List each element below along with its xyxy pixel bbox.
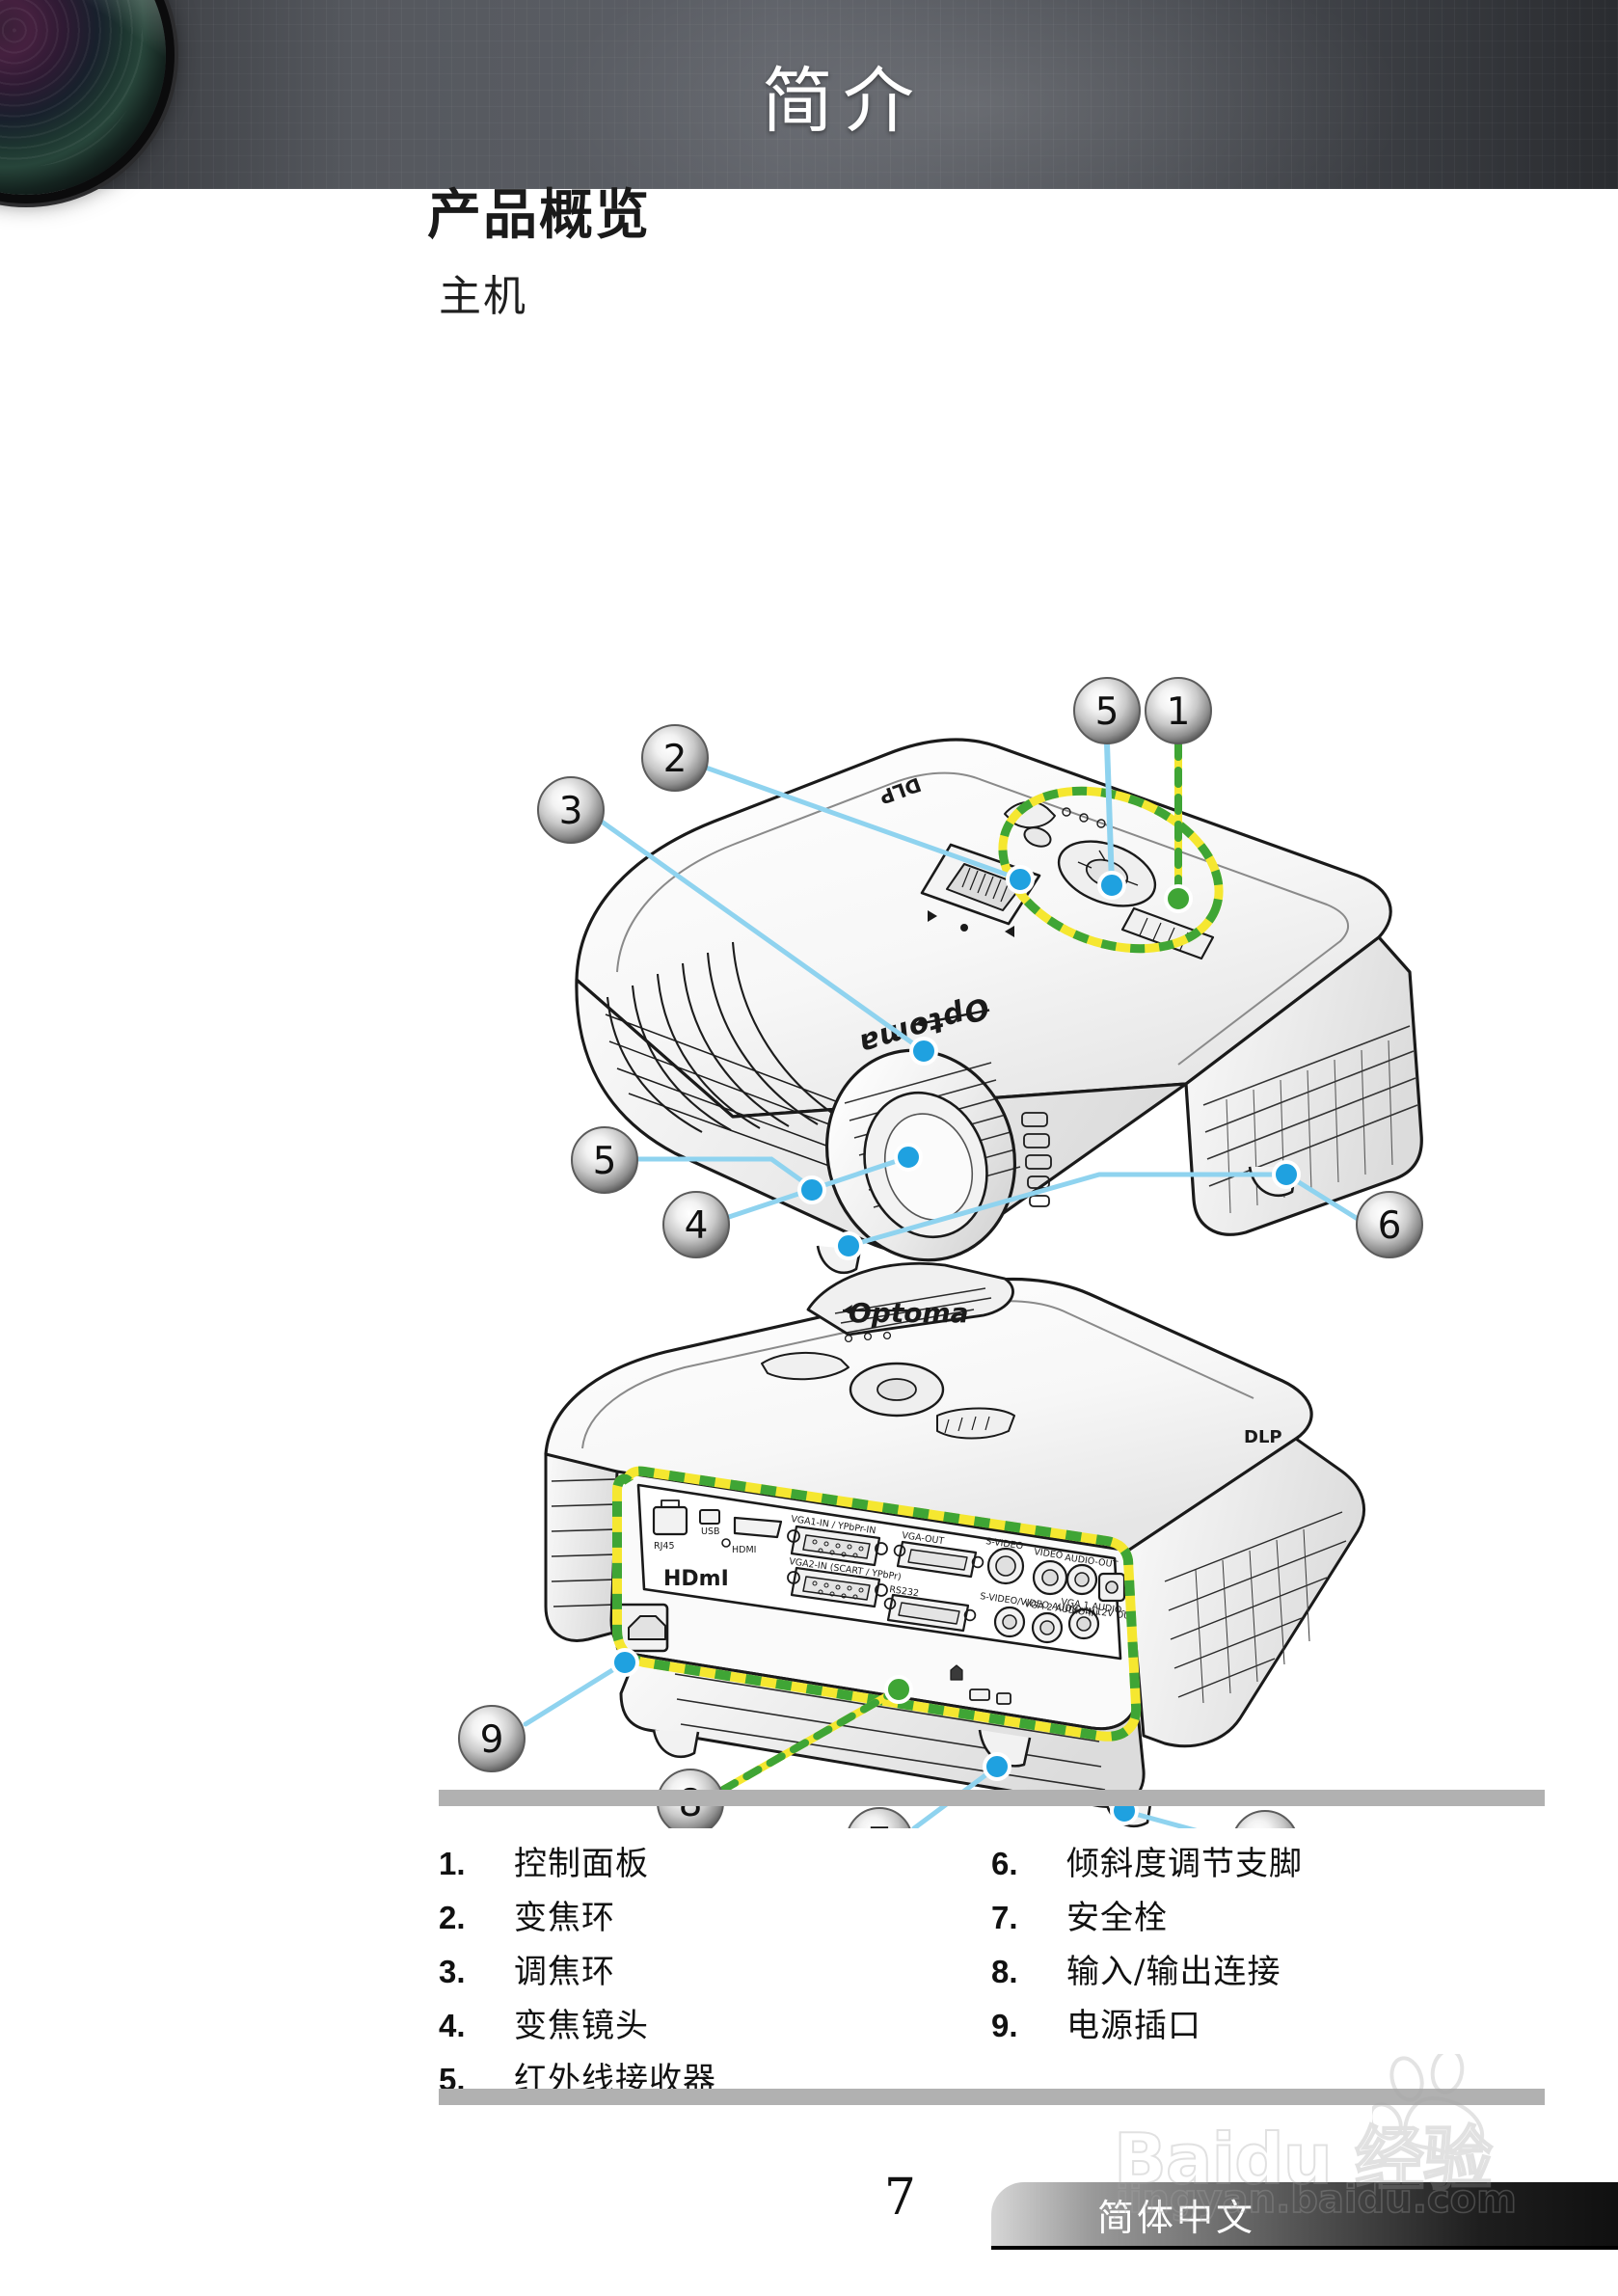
svg-text:5: 5 [1095,690,1119,734]
security-lock-slot [950,1664,1011,1705]
callout-marker-6-rear: 6 [1234,1810,1296,1828]
legend-number: 9. [991,2008,1018,2043]
legend-label: 倾斜度调节支脚 [1066,1845,1303,1883]
control-panel-highlight [998,786,1224,954]
list-item: 2. 变焦环 [439,1894,991,1942]
list-item: 1. 控制面板 [439,1840,991,1888]
svg-text:5: 5 [593,1140,617,1183]
front-leader-dots [797,865,1301,1260]
language-label: 简体中文 [1097,2197,1256,2239]
svg-text:USB: USB [701,1526,720,1537]
section-subheading: 主机 [439,272,527,321]
legend-number: 3. [439,1954,466,1989]
legend-label: 变焦镜头 [514,2007,649,2045]
camera-lens-icon [0,0,166,195]
callout-marker-2: 2 [641,724,709,792]
callout-marker-5-front: 5 [571,1126,638,1194]
svg-text:RJ45: RJ45 [654,1541,675,1552]
ac-power-inlet [615,1603,669,1653]
callout-markers: 1 5 2 3 5 [458,677,1423,1828]
legend-rule-top [439,1790,1545,1806]
svg-text:Optoma: Optoma [849,1297,969,1329]
svg-text:2: 2 [663,738,688,781]
svg-text:7: 7 [868,1821,892,1828]
svg-text:9: 9 [480,1718,504,1762]
svg-text:6: 6 [1254,1823,1278,1828]
svg-text:S-VIDEO: S-VIDEO [985,1536,1024,1552]
list-item: 6. 倾斜度调节支脚 [991,1840,1544,1888]
legend-number: 4. [439,2008,466,2043]
list-item: 8. 输入/输出连接 [991,1948,1544,1996]
legend-label: 安全栓 [1066,1899,1168,1937]
legend-label: 输入/输出连接 [1066,1953,1281,1991]
section-heading: 产品概览 [427,184,651,247]
projector-rear-illustration: Optoma DLP [544,1261,1366,1828]
rear-leader-dots [610,1648,1139,1825]
legend-rule-bottom [439,2089,1545,2105]
callout-marker-7: 7 [848,1807,911,1828]
language-tab: 简体中文 [991,2182,1618,2250]
io-panel-highlight [612,1466,1142,1742]
legend-label: 调焦环 [514,1953,615,1991]
legend-number: 2. [439,1900,466,1935]
callout-marker-6-front: 6 [1356,1191,1423,1258]
svg-text:4: 4 [685,1204,709,1248]
callout-marker-3: 3 [537,776,605,844]
list-item: 4. 变焦镜头 [439,2002,991,2050]
header-glow [533,0,1424,189]
list-item: 9. 电源插口 [991,2002,1544,2050]
callout-marker-1: 1 [1145,677,1212,744]
svg-text:DLP: DLP [1244,1427,1282,1447]
list-item: 3. 调焦环 [439,1948,991,1996]
legend-label: 电源插口 [1066,2007,1201,2045]
svg-text:RS232: RS232 [889,1584,920,1599]
header-grid-texture [0,0,1618,189]
legend-label: 控制面板 [514,1845,649,1883]
svg-text:HDMI: HDMI [732,1545,756,1555]
legend-number: 7. [991,1900,1018,1935]
io-connectors [652,1499,1126,1644]
hdmi-wordmark: HDmI [663,1567,729,1591]
rear-leader-lines [523,1660,1198,1828]
front-leader-lines [599,740,1361,1249]
page-footer: 简体中文 7 [0,2146,1618,2296]
brand-logo-rear: Optoma [843,1297,969,1329]
page-header: 简介 [0,0,1618,189]
product-diagram: Optoma DLP [0,189,1618,1828]
callout-marker-5-top: 5 [1073,677,1141,744]
legend-number: 8. [991,1954,1018,1989]
legend-number: 6. [991,1846,1018,1881]
callout-marker-9: 9 [458,1705,526,1772]
svg-text:6: 6 [1378,1204,1402,1248]
legend-column-right: 6. 倾斜度调节支脚 7. 安全栓 8. 输入/输出连接 9. 电源插口 [991,1840,1544,2110]
legend-column-left: 1. 控制面板 2. 变焦环 3. 调焦环 4. 变焦镜头 5. 红外线接收 [439,1840,991,2110]
svg-text:1: 1 [1167,690,1191,734]
page-number: 7 [883,2169,916,2227]
legend-label: 变焦环 [514,1899,615,1937]
list-item: 7. 安全栓 [991,1894,1544,1942]
svg-text:3: 3 [559,790,583,833]
callout-marker-4: 4 [662,1191,730,1258]
legend-number: 1. [439,1846,466,1881]
svg-text:VIDEO: VIDEO [1034,1547,1064,1561]
page-title: 简介 [762,59,924,143]
